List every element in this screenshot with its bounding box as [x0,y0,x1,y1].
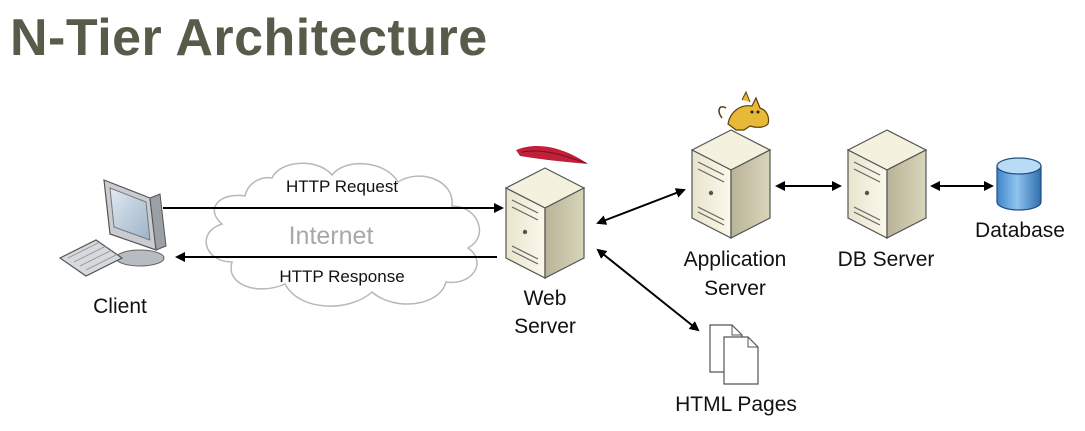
http-response-label: HTTP Response [279,267,404,286]
web-server-icon [504,167,586,279]
web-html-arrow [596,248,700,332]
http-request-label: HTTP Request [286,177,398,196]
app-server-label-line1: Application [684,248,787,271]
web-server-label-line1: Web [524,287,567,310]
internet-label: Internet [289,222,374,250]
db-server-icon [846,129,928,239]
application-server-icon [690,129,772,239]
page-title: N-Tier Architecture [10,9,488,67]
tomcat-cat-icon [718,90,770,131]
web-app-arrow [596,188,686,225]
database-label: Database [975,219,1065,242]
db-server-label: DB Server [838,248,935,271]
client-label: Client [93,295,147,318]
database-icon [996,157,1042,211]
feather-icon [516,145,588,164]
internet-cloud-icon [205,162,481,307]
documents-icon [709,324,759,385]
web-server-label-line2: Server [514,315,576,338]
app-server-label-line2: Server [704,277,766,300]
html-pages-label: HTML Pages [675,393,797,416]
computer-icon [58,179,167,277]
